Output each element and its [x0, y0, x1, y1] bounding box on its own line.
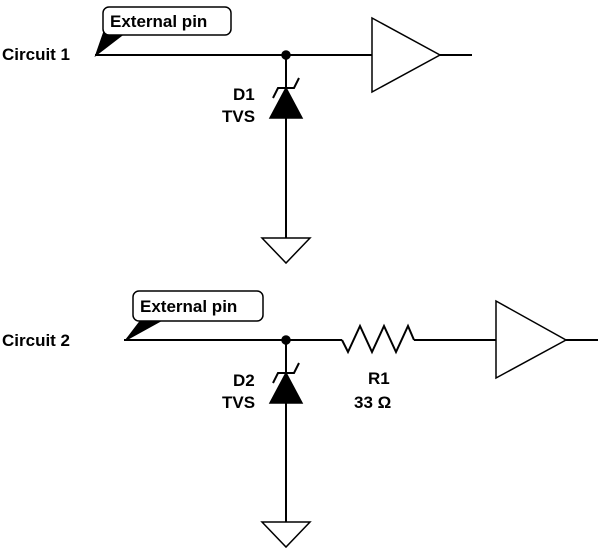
tvs-diode-d2 [268, 340, 304, 522]
d2-ref-label: D2 [233, 371, 255, 390]
d2-type-label: TVS [222, 393, 255, 412]
circuit-2-pin-tag-box [132, 290, 264, 322]
d1-ref-label: D1 [233, 85, 255, 104]
circuit-2-label: Circuit 2 [2, 331, 70, 350]
circuit-2-buffer [495, 299, 568, 380]
circuit-1-ground-symbol [260, 237, 312, 265]
circuit-2: Circuit 2 External pin R1 33 Ω D2 TVS [2, 290, 598, 549]
circuit-1-pin-tag-label: External pin [110, 12, 207, 31]
circuit-1-external-pin-tag: External pin [94, 6, 232, 58]
r1-value-label: 33 Ω [354, 393, 391, 412]
circuit-1-buffer [371, 16, 442, 94]
r1-ref-label: R1 [368, 369, 390, 388]
circuit-1-label: Circuit 1 [2, 45, 70, 64]
circuit-2-pin-tag-label: External pin [140, 297, 237, 316]
circuit-1-pin-tag-box [102, 6, 232, 36]
circuit-2-ground-symbol [260, 521, 312, 549]
circuit-1: Circuit 1 External pin D1 TVS [2, 6, 472, 265]
circuit-2-pin-tag-pointer [125, 318, 165, 341]
tvs-diode-d1 [268, 55, 304, 238]
circuit-2-external-pin-tag: External pin [125, 290, 264, 341]
resistor-r1 [341, 323, 415, 355]
d1-type-label: TVS [222, 107, 255, 126]
